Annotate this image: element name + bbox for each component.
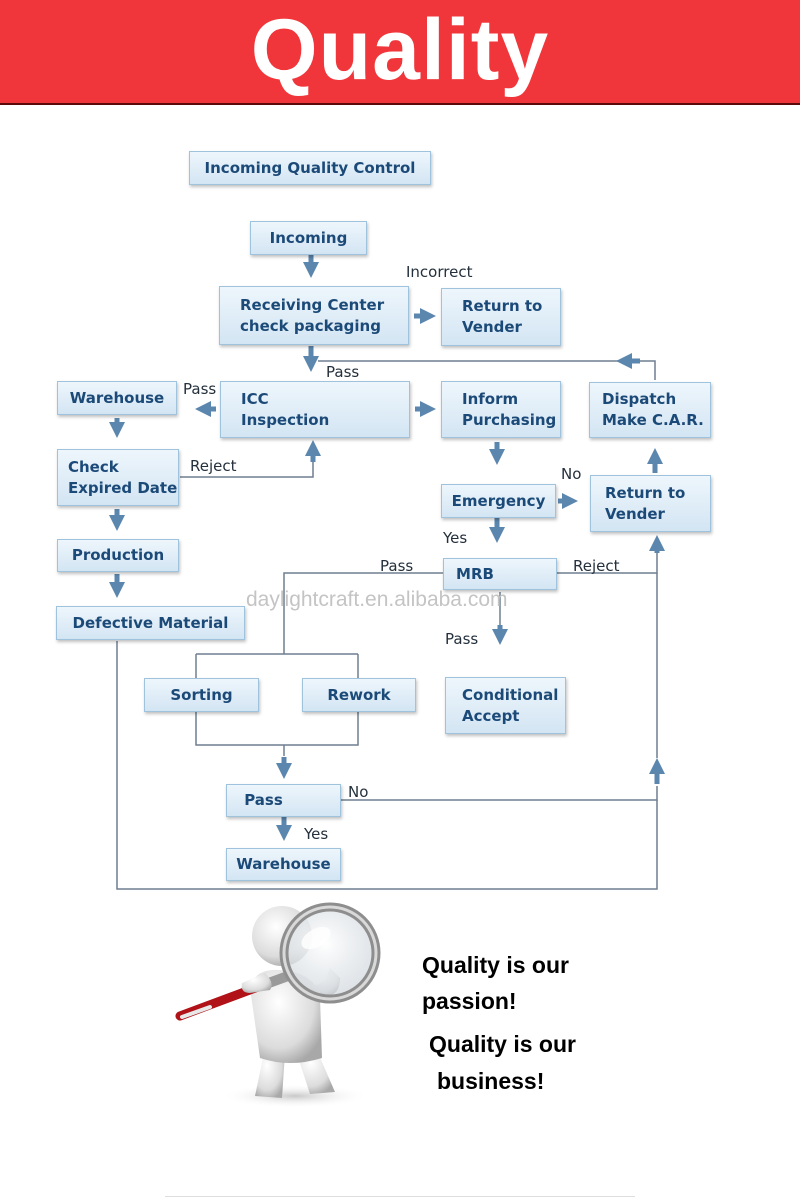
node-production: Production <box>57 539 179 572</box>
slogan-line1: Quality is our <box>422 952 569 978</box>
node-incoming: Incoming <box>250 221 367 255</box>
edge-label-no-pass: No <box>348 783 369 801</box>
node-sorting: Sorting <box>144 678 259 712</box>
slogan-line4: business! <box>437 1068 545 1094</box>
node-dispatch-car: Dispatch Make C.A.R. <box>589 382 711 438</box>
watermark: daylightcraft.en.alibaba.com <box>246 588 508 611</box>
node-icc-inspection: ICC Inspection <box>220 381 410 438</box>
slogan-line3: Quality is our <box>429 1031 576 1057</box>
node-inform-line2: Purchasing <box>462 410 557 429</box>
magnifier-figure-icon <box>175 902 381 1108</box>
node-return-to-vender-top: Return to Vender <box>441 288 561 346</box>
node-warehouse-top: Warehouse <box>57 381 177 415</box>
node-icc-line1: ICC <box>241 389 269 408</box>
edge-label-yes-pass: Yes <box>304 825 329 843</box>
node-conditional-line1: Conditional <box>462 685 559 704</box>
node-check-line1: Check <box>68 457 119 476</box>
diagram-title: Incoming Quality Control <box>189 151 431 185</box>
edge-label-incorrect: Incorrect <box>406 263 473 281</box>
node-receiving-center: Receiving Center check packaging <box>219 286 409 345</box>
node-return-to-vender-right: Return to Vender <box>590 475 711 532</box>
node-icc-line2: Inspection <box>241 410 330 429</box>
edge-label-reject-mrb: Reject <box>573 557 620 575</box>
node-check-line2: Expired Date <box>68 478 178 497</box>
node-mrb: MRB <box>443 558 557 590</box>
node-check-expired-date: Check Expired Date <box>57 449 179 506</box>
edge-label-pass-warehouse: Pass <box>183 380 217 398</box>
node-dispatch-line1: Dispatch <box>602 390 677 408</box>
node-inform-purchasing: Inform Purchasing <box>441 381 561 438</box>
node-return1-line2: Vender <box>462 318 522 336</box>
node-rework: Rework <box>302 678 416 712</box>
edge-label-pass-receiving: Pass <box>326 363 360 381</box>
node-return2-line2: Vender <box>605 504 665 523</box>
header-banner: Quality <box>0 0 800 105</box>
node-conditional-accept: Conditional Accept <box>445 677 566 734</box>
node-inform-line1: Inform <box>462 389 519 408</box>
node-receiving-line2: check packaging <box>240 316 381 335</box>
node-warehouse-bottom: Warehouse <box>226 848 341 881</box>
edge-label-yes-emergency: Yes <box>443 529 468 547</box>
footer-divider <box>165 1196 635 1197</box>
edge-label-no-emergency: No <box>561 465 582 483</box>
node-return2-line1: Return to <box>605 483 686 502</box>
node-defective-material: Defective Material <box>56 606 245 640</box>
slogan-line2: passion! <box>422 988 517 1014</box>
node-conditional-line2: Accept <box>462 706 520 725</box>
node-return1-line1: Return to <box>462 297 543 315</box>
node-dispatch-line2: Make C.A.R. <box>602 411 704 429</box>
node-emergency: Emergency <box>441 484 556 518</box>
page-title: Quality <box>250 2 550 98</box>
edge-label-pass-mrb-left: Pass <box>380 557 414 575</box>
node-pass: Pass <box>226 784 341 817</box>
edge-label-reject-check: Reject <box>190 457 237 475</box>
node-receiving-line1: Receiving Center <box>240 295 385 314</box>
edge-label-pass-mrb-down: Pass <box>445 630 479 648</box>
